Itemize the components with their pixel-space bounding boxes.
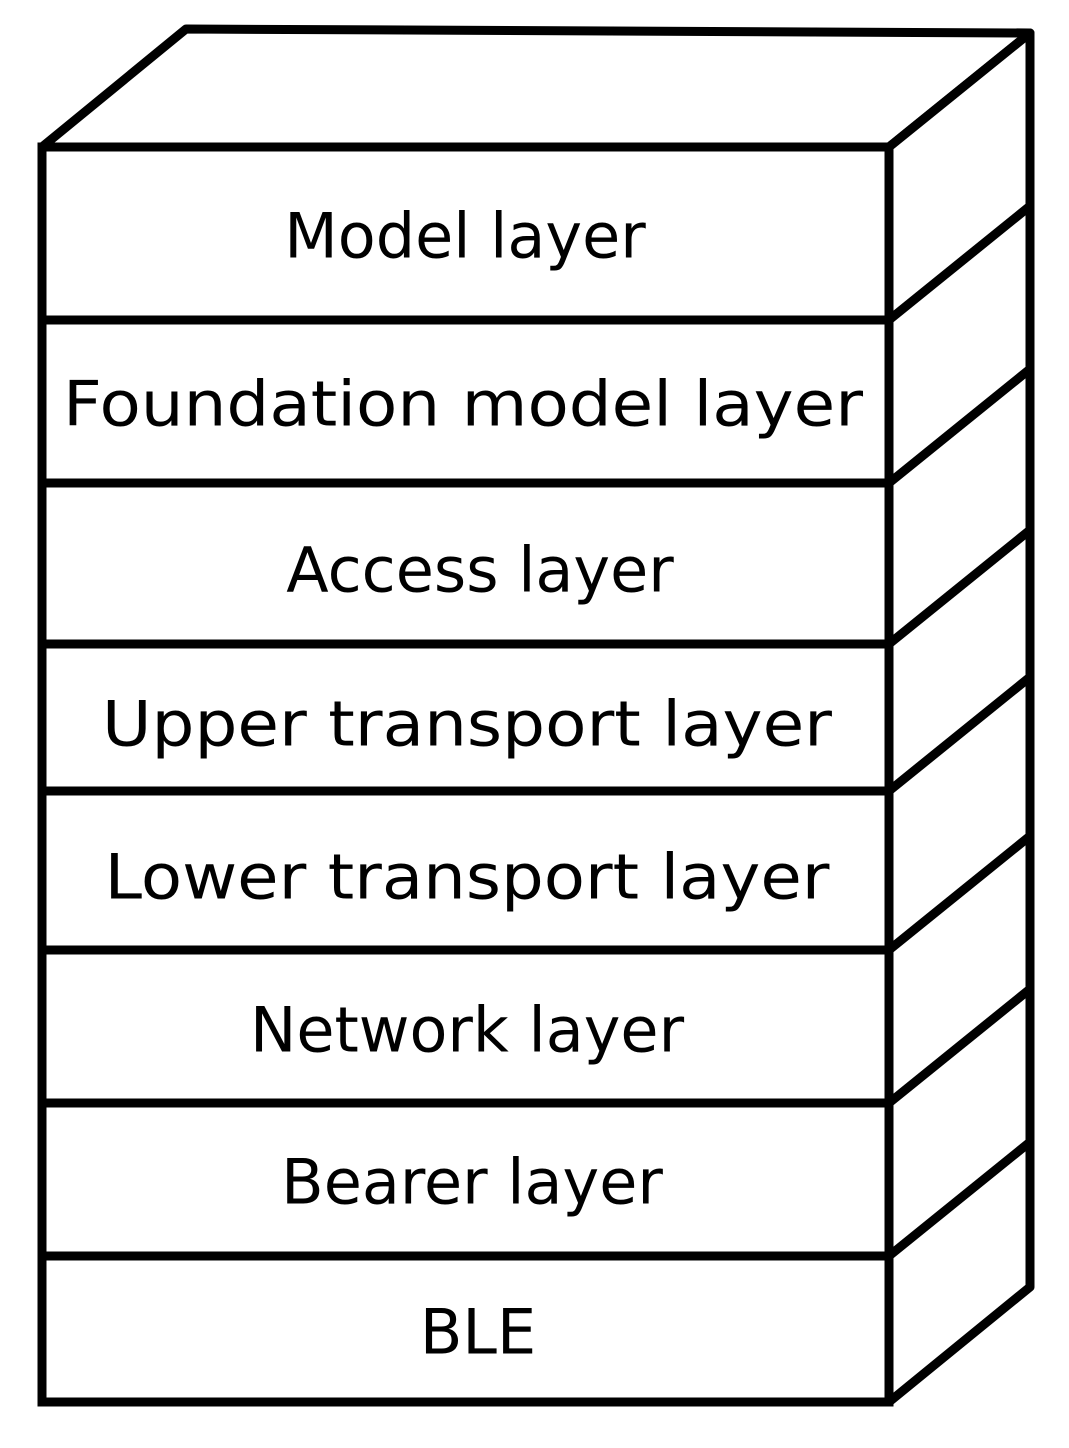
layer-label-network: Network layer: [250, 994, 685, 1067]
stack-top-face: [37, 24, 1035, 152]
side-depth-line: [886, 832, 1033, 954]
layer-label-ble: BLE: [420, 1296, 536, 1369]
layer-box-access: [37, 478, 894, 649]
layer-box-network: [37, 945, 894, 1108]
layer-label-bearer: Bearer layer: [281, 1146, 663, 1219]
side-depth-line: [886, 673, 1033, 795]
layer-label-access: Access layer: [286, 534, 674, 607]
layer-labels: Model layer Foundation model layer Acces…: [63, 200, 864, 1369]
layer-label-model: Model layer: [284, 200, 646, 273]
front-face: [37, 142, 894, 1407]
side-depth-line: [886, 526, 1033, 648]
layer-box-bearer: [37, 1098, 894, 1261]
side-depth-line: [886, 202, 1033, 324]
layer-label-foundation-model: Foundation model layer: [63, 368, 864, 441]
layer-label-upper-transport: Upper transport layer: [102, 688, 833, 761]
side-depth-line: [886, 1138, 1033, 1260]
side-depth-line: [886, 985, 1033, 1107]
layer-box-ble: [37, 1251, 894, 1407]
side-depth-line: [886, 365, 1033, 487]
side-depth-lines: [886, 202, 1033, 1260]
layer-box-upper-transport: [37, 639, 894, 796]
layer-label-lower-transport: Lower transport layer: [105, 841, 831, 914]
layer-box-lower-transport: [37, 786, 894, 955]
